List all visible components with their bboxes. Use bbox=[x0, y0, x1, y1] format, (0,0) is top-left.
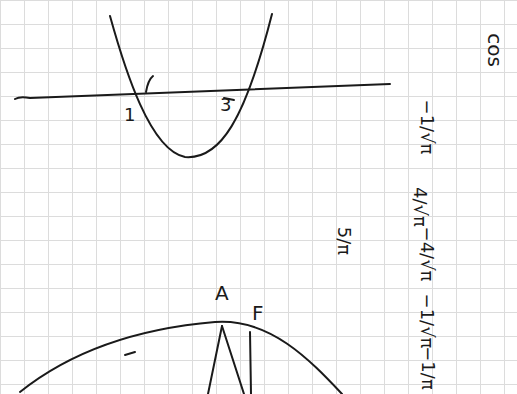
line-a bbox=[222, 326, 244, 394]
parabola bbox=[110, 14, 272, 157]
line-f bbox=[250, 332, 251, 394]
sketch-label: 4/√π bbox=[411, 187, 429, 227]
bell-curve bbox=[20, 322, 342, 394]
sketch-label: −1/√π bbox=[418, 100, 436, 155]
sketch-label: 3 bbox=[220, 96, 231, 114]
sketch-label: 5/π bbox=[335, 227, 353, 255]
x-axis bbox=[15, 84, 390, 99]
sketch-label: A bbox=[215, 283, 229, 303]
tick-mark bbox=[125, 352, 135, 355]
sketch-label: −4/√π bbox=[418, 227, 436, 282]
sketch-label: −1/√π bbox=[418, 294, 436, 349]
sketch-label: F bbox=[252, 303, 264, 323]
sketch-label: cos bbox=[485, 33, 505, 67]
sketch-label: 1 bbox=[124, 106, 135, 124]
line-a bbox=[208, 326, 222, 394]
sketch-label: −1/π bbox=[419, 347, 437, 390]
tick-mark bbox=[146, 76, 153, 92]
